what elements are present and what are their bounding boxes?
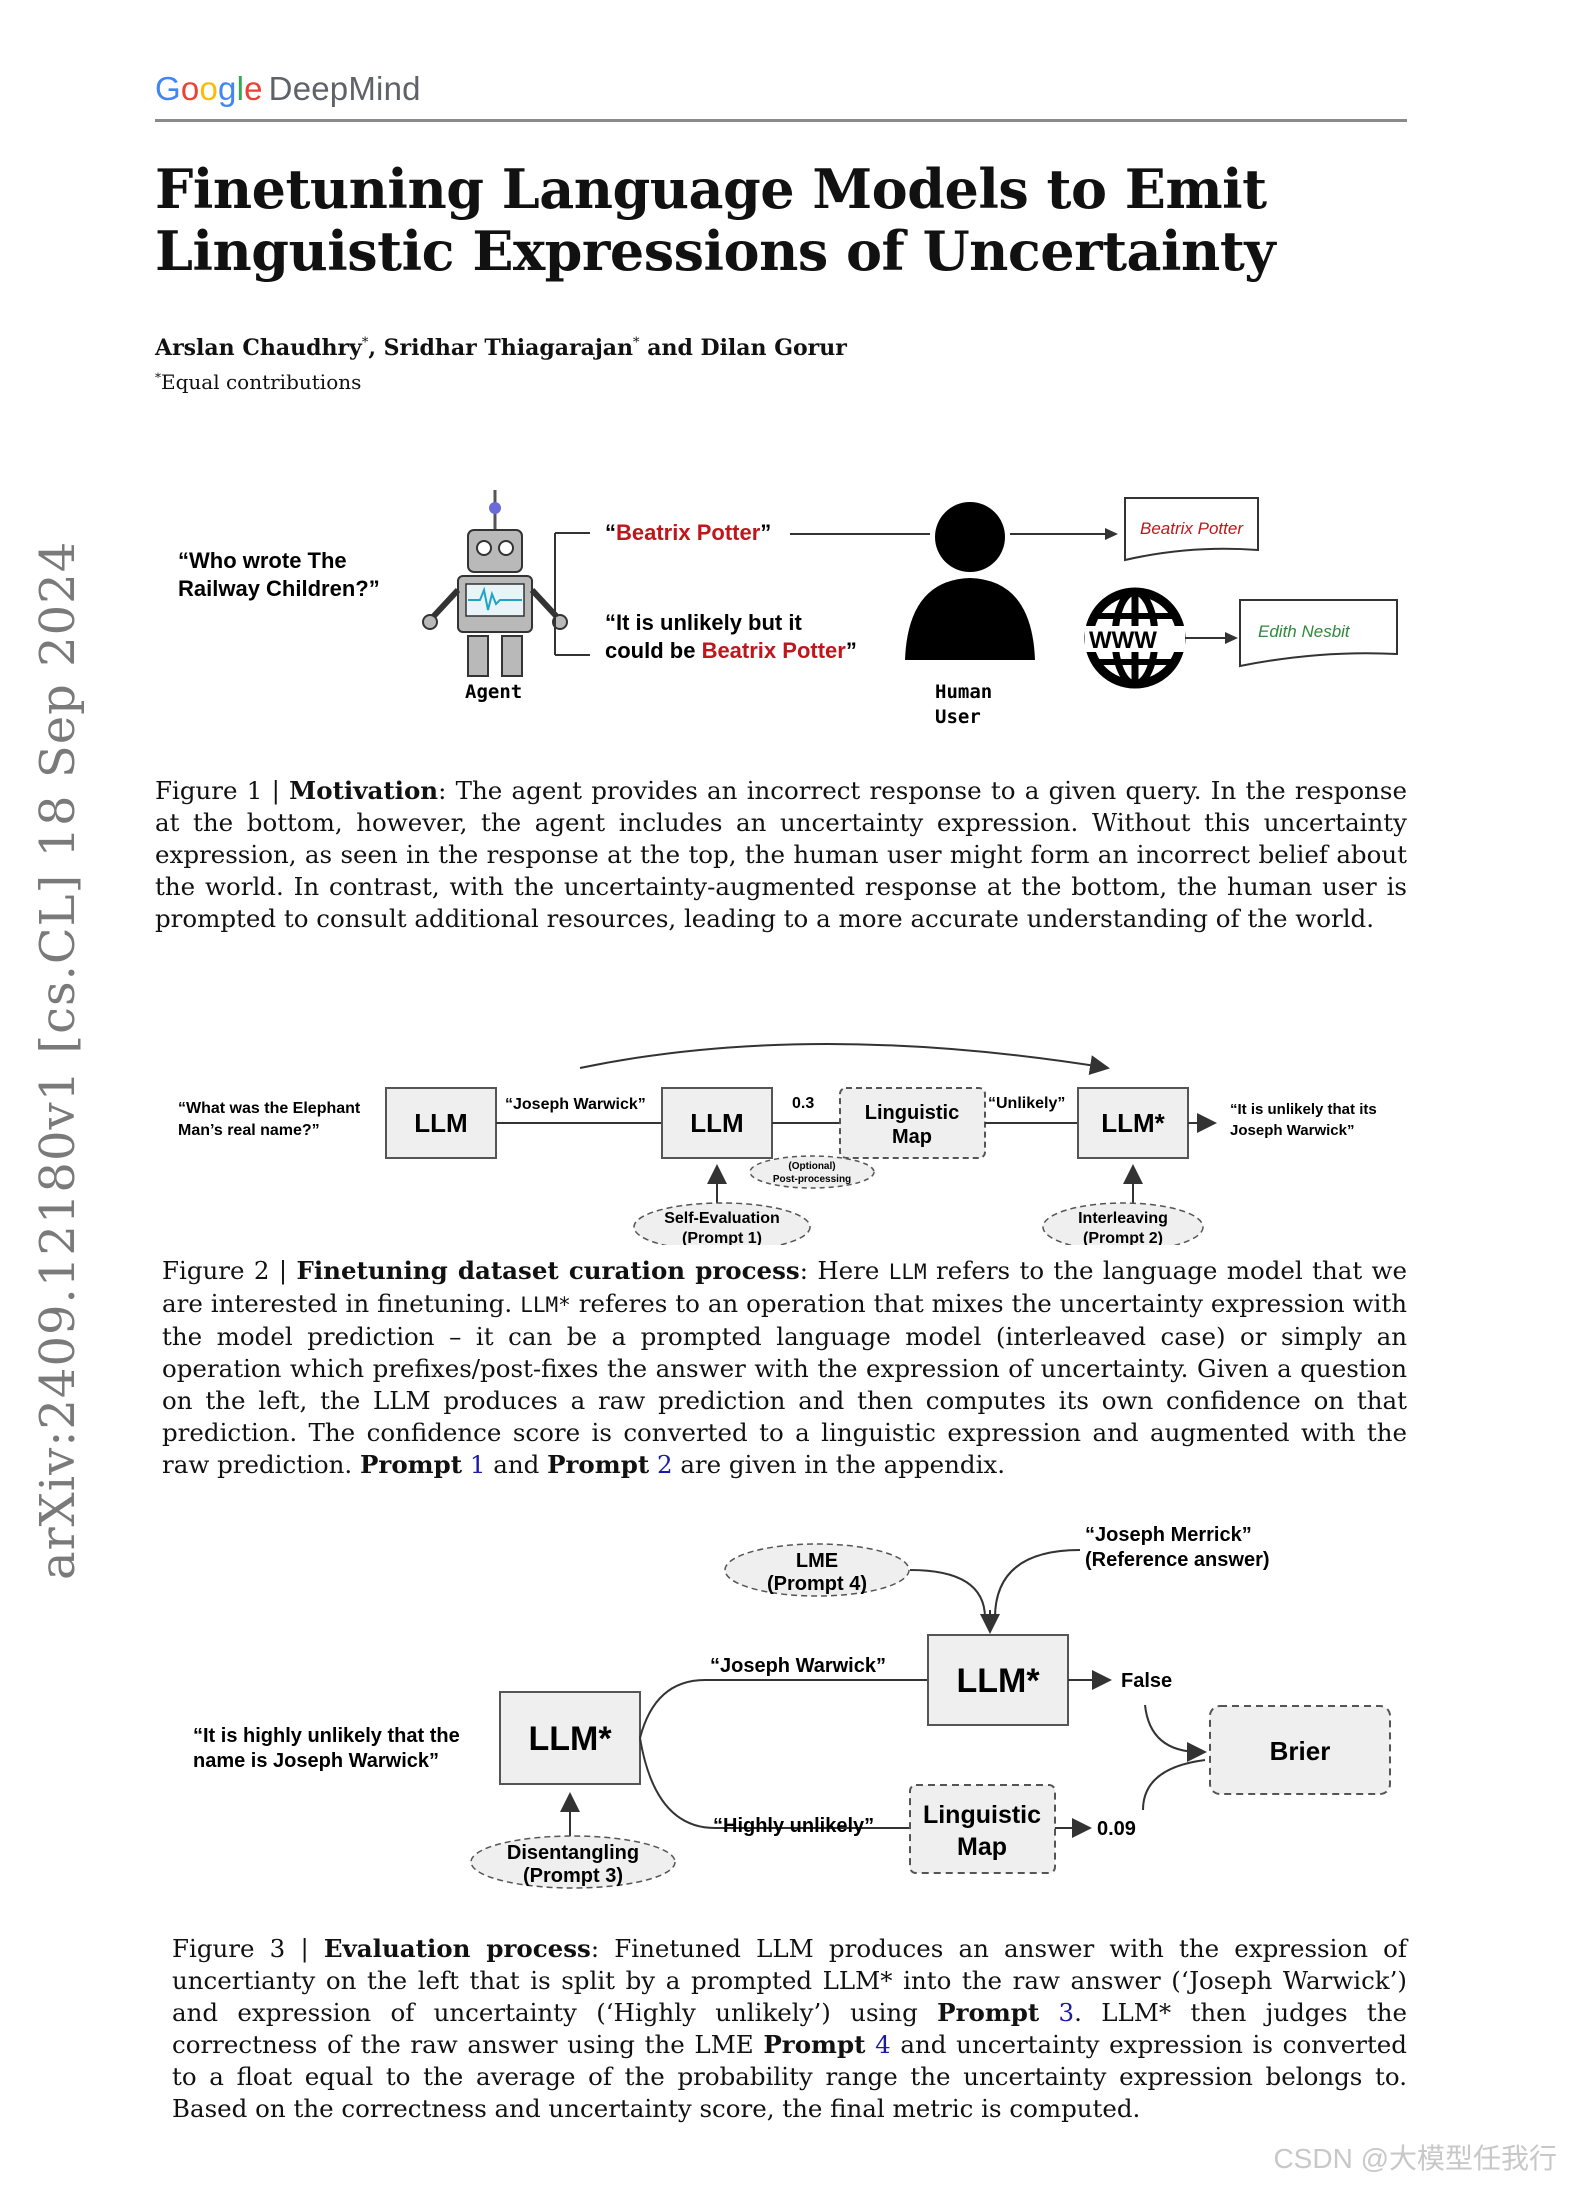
author-list: Arslan Chaudhry*, Sridhar Thiagarajan* a…	[155, 335, 847, 361]
svg-text:name is Joseph Warwick”: name is Joseph Warwick”	[193, 1750, 439, 1772]
svg-text:Edith Nesbit: Edith Nesbit	[1258, 622, 1351, 641]
author-name: Dilan Gorur	[700, 335, 847, 361]
figure-1-diagram: “Who wrote The Railway Children?” Agent …	[178, 490, 1398, 728]
svg-text:Linguistic: Linguistic	[923, 1801, 1041, 1829]
svg-text:“Joseph Warwick”: “Joseph Warwick”	[710, 1655, 886, 1677]
svg-text:(Prompt 3): (Prompt 3)	[523, 1865, 623, 1887]
note-beatrix	[1124, 497, 1259, 562]
svg-text:LLM: LLM	[690, 1108, 743, 1138]
svg-text:LLM*: LLM*	[956, 1662, 1040, 1700]
figure-2-diagram: “What was the Elephant Man’s real name?”…	[178, 1043, 1377, 1245]
watermark: CSDN @大模型任我行	[1273, 2143, 1557, 2174]
figure-2-caption: Figure 2 | Finetuning dataset curation p…	[162, 1256, 1408, 1479]
brier-box	[1209, 1705, 1391, 1795]
svg-text:0.3: 0.3	[792, 1095, 814, 1112]
svg-text:Disentangling: Disentangling	[507, 1842, 639, 1864]
prompt-4-link[interactable]: 4	[875, 2030, 891, 2059]
svg-text:Self-Evaluation: Self-Evaluation	[664, 1210, 780, 1227]
svg-text:“Highly unlikely”: “Highly unlikely”	[713, 1815, 874, 1837]
fig1-question: “Who wrote The	[178, 548, 347, 573]
svg-text:LME: LME	[796, 1550, 838, 1572]
svg-text:LLM*: LLM*	[528, 1720, 612, 1758]
prompt-2-link[interactable]: 2	[656, 1450, 673, 1479]
svg-text:WWW: WWW	[1089, 627, 1157, 654]
author-name: Sridhar Thiagarajan	[383, 335, 634, 361]
llm-star-left-box	[499, 1691, 641, 1785]
figure-3-caption: Figure 3 | Evaluation process: Finetuned…	[172, 1934, 1407, 2123]
www-globe-icon: WWW	[1084, 587, 1186, 689]
arxiv-stamp: arXiv:2409.12180v1 [cs.CL] 18 Sep 2024	[30, 540, 86, 1580]
figure-1-caption: Figure 1 | Motivation: The agent provide…	[155, 776, 1407, 933]
svg-text:Map: Map	[957, 1833, 1007, 1861]
human-user-icon	[905, 502, 1035, 660]
svg-text:LLM: LLM	[414, 1108, 467, 1138]
llm-star-right-box	[927, 1634, 1069, 1726]
prompt-1-link[interactable]: 1	[469, 1450, 486, 1479]
svg-text:Linguistic: Linguistic	[865, 1102, 959, 1124]
svg-text:(Prompt 2): (Prompt 2)	[1083, 1230, 1163, 1245]
svg-text:Map: Map	[892, 1126, 932, 1148]
svg-text:(Optional): (Optional)	[788, 1161, 835, 1172]
svg-text:User: User	[935, 706, 981, 728]
svg-text:“It is highly unlikely that th: “It is highly unlikely that the	[193, 1725, 460, 1747]
llm-star-box	[1077, 1087, 1189, 1159]
header-rule	[155, 119, 1407, 122]
svg-text:Beatrix Potter: Beatrix Potter	[1140, 519, 1244, 538]
svg-text:Interleaving: Interleaving	[1078, 1210, 1168, 1227]
note-edith	[1239, 599, 1398, 668]
agent-label: Agent	[465, 681, 522, 703]
llm-box-1	[385, 1087, 497, 1159]
svg-text:could be Beatrix Potter”: could be Beatrix Potter”	[605, 638, 857, 663]
svg-text:(Prompt 1): (Prompt 1)	[682, 1230, 762, 1245]
svg-text:Joseph Warwick”: Joseph Warwick”	[1230, 1122, 1354, 1139]
author-name: Arslan Chaudhry	[155, 335, 362, 361]
svg-text:(Reference answer): (Reference answer)	[1085, 1549, 1270, 1571]
equal-contribution-note: *Equal contributions	[155, 370, 362, 394]
svg-text:Post-processing: Post-processing	[773, 1174, 851, 1185]
svg-text:“Unlikely”: “Unlikely”	[988, 1095, 1065, 1112]
svg-text:“Joseph Merrick”: “Joseph Merrick”	[1085, 1524, 1252, 1546]
svg-text:“What was the Elephant: “What was the Elephant	[178, 1100, 361, 1117]
svg-text:LLM*: LLM*	[1101, 1108, 1165, 1138]
response-uncertain: “It is unlikely but it	[605, 610, 802, 635]
svg-text:“Joseph Warwick”: “Joseph Warwick”	[505, 1096, 646, 1113]
svg-text:0.09: 0.09	[1097, 1818, 1136, 1840]
svg-text:Railway Children?”: Railway Children?”	[178, 576, 380, 601]
svg-text:(Prompt 4): (Prompt 4)	[767, 1573, 867, 1595]
prompt-3-link[interactable]: 3	[1058, 1998, 1075, 2027]
svg-text:False: False	[1121, 1670, 1172, 1692]
svg-text:Brier: Brier	[1270, 1736, 1331, 1766]
robot-icon	[422, 490, 568, 677]
response-plain: “Beatrix Potter”	[605, 520, 771, 545]
paper-title: Finetuning Language Models to Emit Lingu…	[155, 157, 1276, 283]
svg-text:“It is unlikely that its: “It is unlikely that its	[1230, 1101, 1377, 1118]
svg-text:Man’s real name?”: Man’s real name?”	[178, 1122, 320, 1139]
user-label: Human	[935, 681, 992, 703]
figure-3-diagram: “It is highly unlikely that the name is …	[193, 1524, 1391, 1889]
